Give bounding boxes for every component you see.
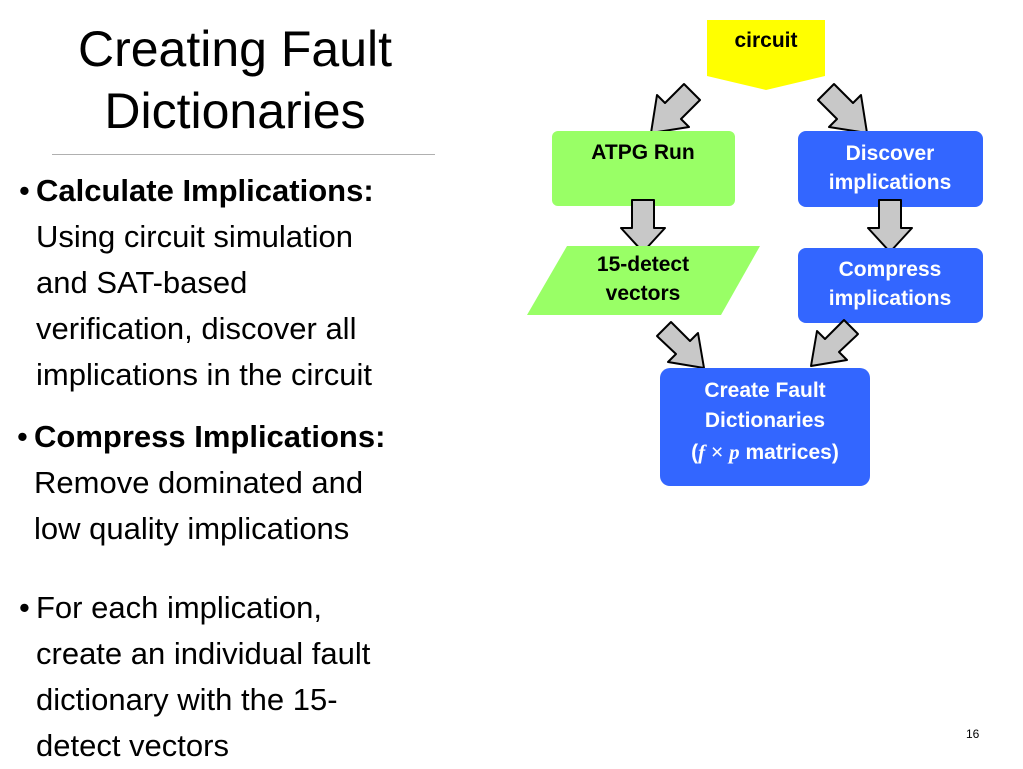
bullet-calculate-implications: • Calculate Implications: Using circuit … [19,168,496,398]
discover-label-2: implications [829,171,952,194]
arrow-vectors-to-create [656,321,705,369]
create-label-3: (f × p matrices) [691,440,839,464]
create-label-2: Dictionaries [705,409,825,432]
bullet-line: verification, discover all [36,311,357,346]
arrow-circuit-to-discover [817,83,868,134]
bullet-lead: Calculate Implications: [36,173,374,208]
create-tail: matrices) [740,441,839,464]
node-discover-implications: Discover implications [798,131,983,207]
bullet-line: and SAT-based [36,265,248,300]
bullet-dot: • [17,419,28,454]
bullet-lead: Compress Implications: [34,419,386,454]
create-label-1: Create Fault [704,379,825,402]
bullet-line: Using circuit simulation [36,219,353,254]
slide-number: 16 [966,727,980,741]
create-f-symbol: f [698,440,707,464]
node-compress-implications: Compress implications [798,248,983,323]
circuit-label: circuit [734,29,797,52]
bullet-create-dictionary: • For each implication, create an indivi… [19,585,496,769]
create-times-symbol: × [705,441,729,464]
arrow-circuit-to-atpg [650,83,701,134]
vectors-label-1: 15-detect [597,253,689,276]
title-line-2: Dictionaries [104,83,366,139]
compress-label-1: Compress [839,258,942,281]
discover-shape [798,131,983,207]
bullet-line: low quality implications [34,511,350,546]
node-circuit: circuit [707,20,825,90]
vectors-label-2: vectors [606,282,681,305]
node-atpg-run: ATPG Run [552,131,735,206]
circuit-shape [707,20,825,90]
bullet-line: For each implication, [36,590,323,625]
node-create-fault-dictionaries: Create Fault Dictionaries (f × p matrice… [660,368,870,486]
atpg-shape [552,131,735,206]
create-shape [660,368,870,486]
bullet-line: create an individual fault [36,636,371,671]
title-line-1: Creating Fault [77,21,393,77]
create-paren: ( [691,441,698,464]
bullet-line: implications in the circuit [36,357,372,392]
bullet-dot: • [19,173,30,208]
slide-title: Creating Fault Dictionaries [20,18,450,142]
bullet-line: detect vectors [36,728,229,763]
create-p-symbol: p [727,440,740,464]
bullet-line: Remove dominated and [34,465,364,500]
arrow-atpg-to-vectors [620,199,666,253]
title-divider [52,154,435,155]
atpg-label: ATPG Run [591,141,694,164]
compress-label-2: implications [829,287,952,310]
node-15-detect-vectors: 15-detect vectors [527,246,760,315]
bullet-compress-implications: • Compress Implications: Remove dominate… [17,414,494,552]
arrow-compress-to-create [810,319,859,367]
bullet-line: dictionary with the 15- [36,682,338,717]
vectors-shape [527,246,760,315]
bullet-dot: • [19,590,30,625]
compress-shape [798,248,983,323]
discover-label-1: Discover [846,142,935,165]
arrow-discover-to-compress [867,199,913,253]
